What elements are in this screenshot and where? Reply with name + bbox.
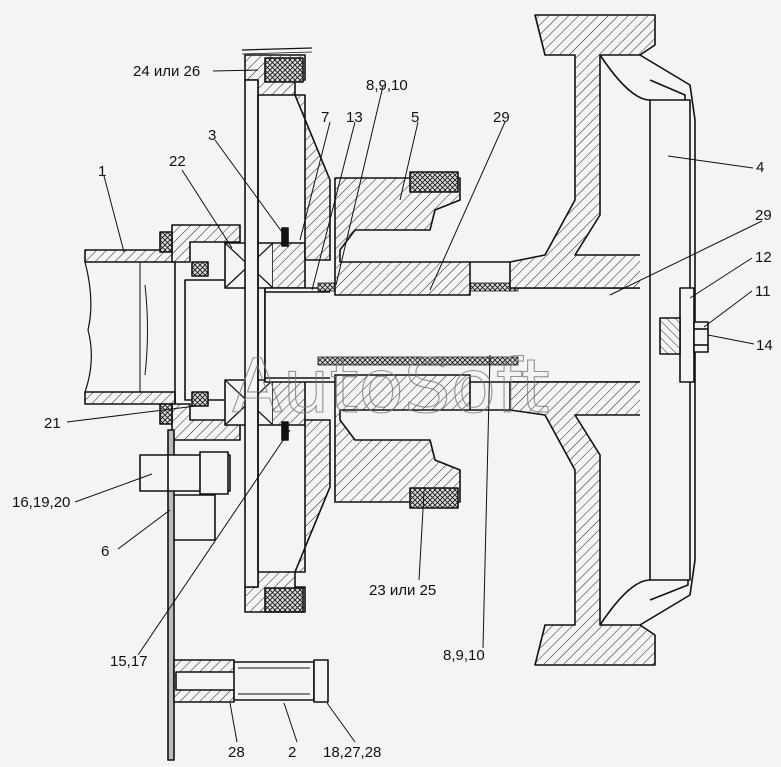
bearing-housing xyxy=(159,224,306,441)
watermark: AutoSoft xyxy=(232,344,550,430)
small-pulley-left xyxy=(241,47,331,613)
callout-28: 28 xyxy=(228,744,245,761)
leader-lines xyxy=(66,69,763,743)
callout-3: 3 xyxy=(208,127,216,144)
callout-11: 11 xyxy=(755,283,771,300)
callout-22: 22 xyxy=(169,153,186,170)
callout-1: 1 xyxy=(98,163,106,180)
callout-8-9-10-bottom: 8,9,10 xyxy=(443,647,485,664)
callout-labels: 24 или 26 8,9,10 5 29 13 7 3 22 1 4 29 1… xyxy=(12,63,773,761)
callout-29-top: 29 xyxy=(493,109,510,126)
callout-14: 14 xyxy=(756,337,773,354)
callout-5: 5 xyxy=(411,109,419,126)
callout-6: 6 xyxy=(101,543,109,560)
end-cap xyxy=(659,287,709,383)
callout-21: 21 xyxy=(44,415,61,432)
callout-15-17: 15,17 xyxy=(110,653,148,670)
callout-29-right: 29 xyxy=(755,207,772,224)
callout-4: 4 xyxy=(756,159,764,176)
callout-24-26: 24 или 26 xyxy=(133,63,200,80)
mounting-bracket xyxy=(139,429,231,761)
callout-13: 13 xyxy=(346,109,363,126)
callout-2: 2 xyxy=(288,744,296,761)
callout-7: 7 xyxy=(321,109,329,126)
callout-12: 12 xyxy=(755,249,772,266)
callout-18-27-28: 18,27,28 xyxy=(323,744,381,761)
callout-16-19-20: 16,19,20 xyxy=(12,494,70,511)
middle-pulley xyxy=(334,171,510,509)
lower-bolt-assembly xyxy=(173,659,329,703)
callout-8-9-10-top: 8,9,10 xyxy=(366,77,408,94)
callout-23-25: 23 или 25 xyxy=(369,582,436,599)
